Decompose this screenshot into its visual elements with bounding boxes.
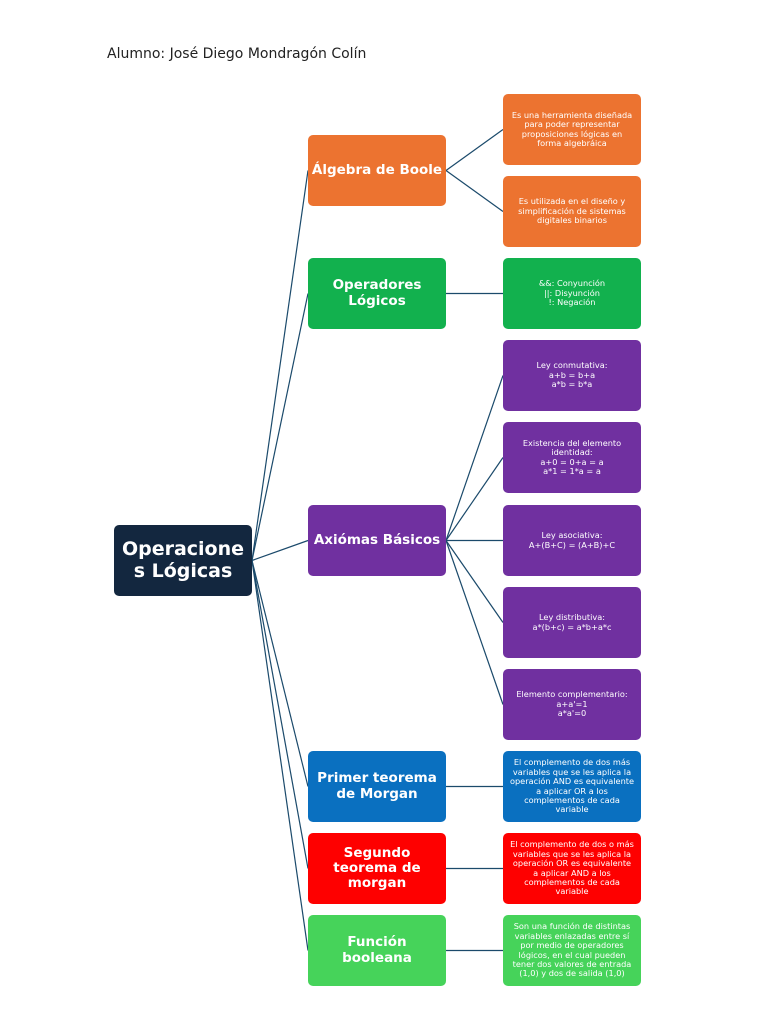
leaf-segundo-teorema: El complemento de dos o más variables qu… <box>503 833 641 904</box>
leaf-algebra-uso: Es utilizada en el diseño y simplificaci… <box>503 176 641 247</box>
branch-algebra-de-boole: Álgebra de Boole <box>308 135 446 206</box>
branch-funcion-booleana: Función booleana <box>308 915 446 986</box>
leaf-elemento-complementario: Elemento complementario: a+a'=1 a*a'=0 <box>503 669 641 740</box>
connector-root-branch <box>251 560 309 951</box>
leaf-funcion-booleana: Son una función de distintas variables e… <box>503 915 641 986</box>
leaf-ley-distributiva: Ley distributiva: a*(b+c) = a*b+a*c <box>503 587 641 658</box>
connector-branch-leaf <box>445 457 504 541</box>
leaf-primer-teorema: El complemento de dos más variables que … <box>503 751 641 822</box>
connector-root-branch <box>251 539 309 562</box>
branch-axiomas-basicos: Axiómas Básicos <box>308 505 446 576</box>
connector-branch-leaf <box>445 540 504 623</box>
root-node: Operacione s Lógicas <box>114 525 252 596</box>
branch-primer-teorema-morgan: Primer teorema de Morgan <box>308 751 446 822</box>
connector-root-branch <box>251 560 309 787</box>
leaf-ley-conmutativa: Ley conmutativa: a+b = b+a a*b = b*a <box>503 340 641 411</box>
branch-operadores-logicos: Operadores Lógicos <box>308 258 446 329</box>
leaf-operadores: &&: Conyunción ||: Disyunción !: Negació… <box>503 258 641 329</box>
leaf-algebra-definicion: Es una herramienta diseñada para poder r… <box>503 94 641 165</box>
connector-branch-leaf <box>445 375 504 541</box>
branch-segundo-teorema-morgan: Segundo teorema de morgan <box>308 833 446 904</box>
leaf-ley-asociativa: Ley asociativa: A+(B+C) = (A+B)+C <box>503 505 641 576</box>
leaf-elemento-identidad: Existencia del elemento identidad: a+0 =… <box>503 422 641 493</box>
connector-root-branch <box>251 560 309 869</box>
connector-branch-leaf <box>445 170 504 212</box>
connector-branch-leaf <box>445 129 504 171</box>
student-name: Alumno: José Diego Mondragón Colín <box>107 46 367 62</box>
connector-branch-leaf <box>445 540 504 705</box>
connector-root-branch <box>251 170 309 561</box>
connector-root-branch <box>251 293 309 561</box>
